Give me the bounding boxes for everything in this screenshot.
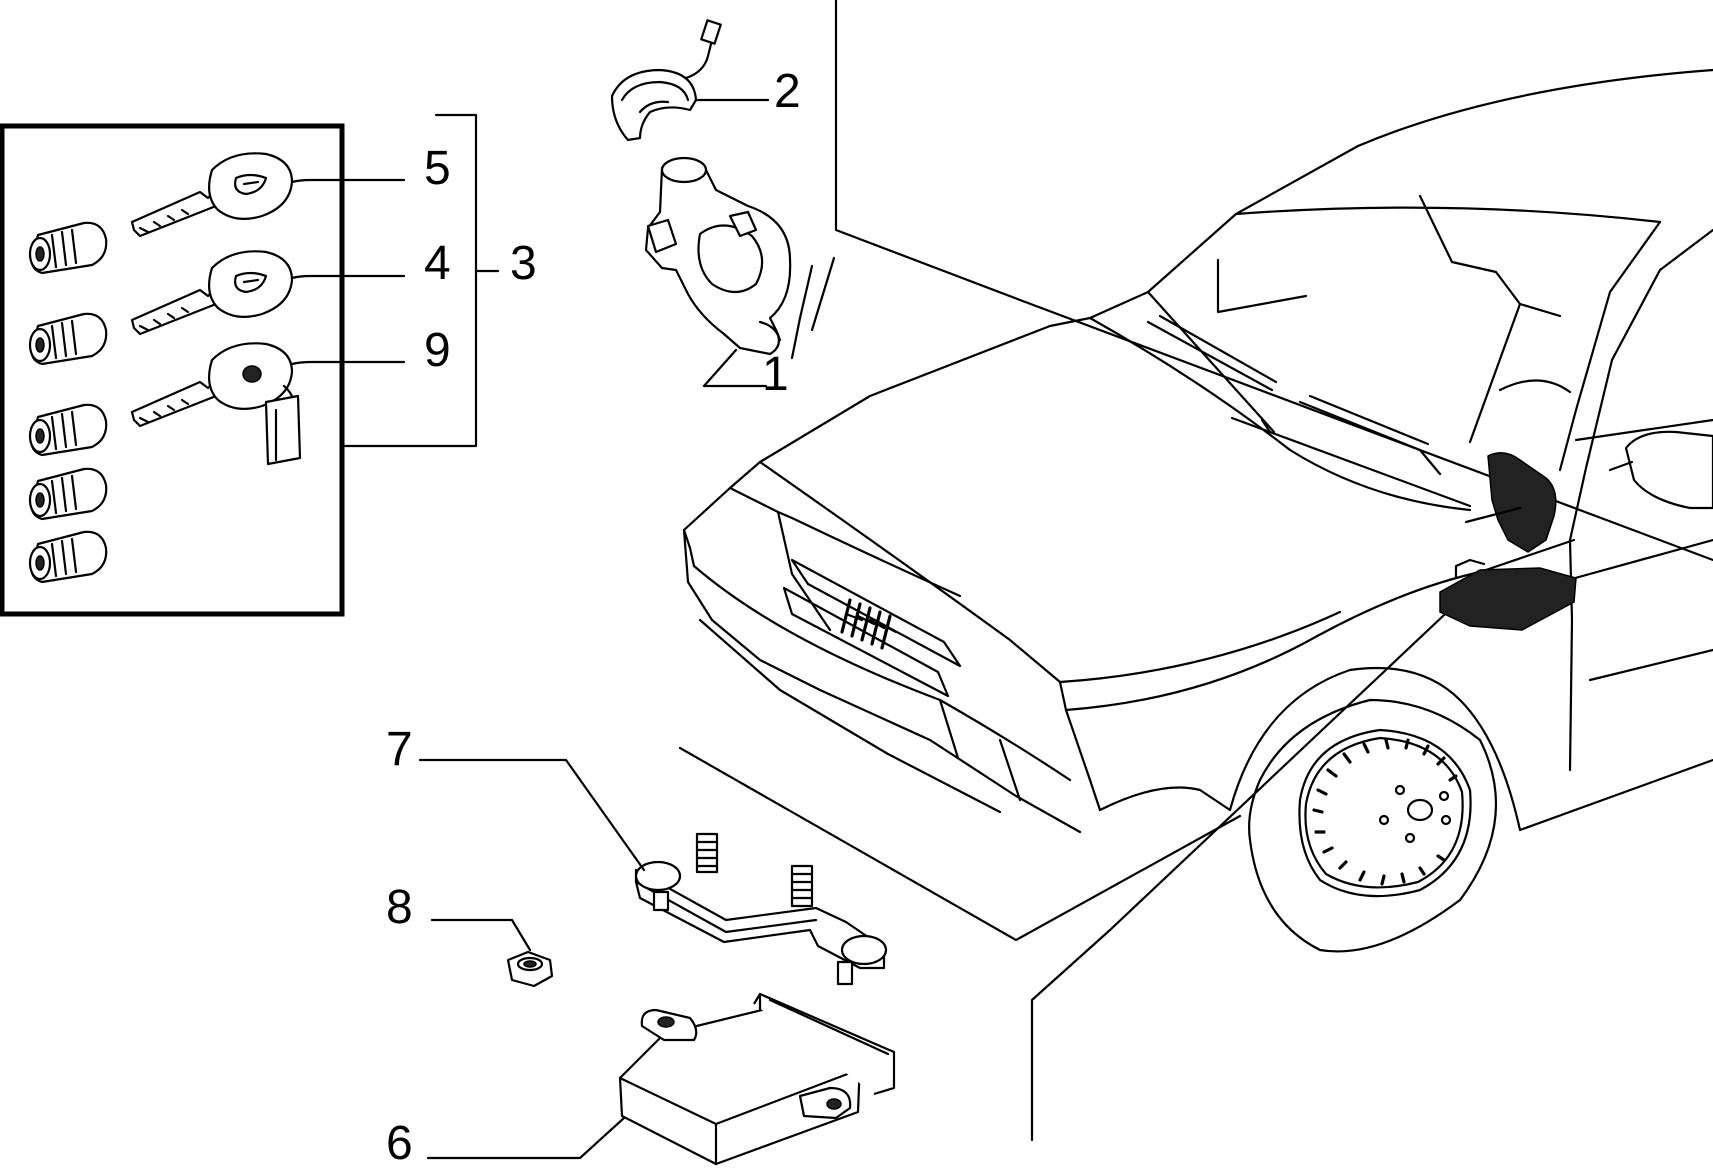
mounting-bracket-part-7 (418, 758, 888, 986)
group-bracket-3 (342, 113, 500, 448)
car-illustration (678, 0, 1713, 1142)
antenna-ring-part-2 (610, 19, 770, 142)
leader-lines-keys (290, 178, 406, 366)
key-5 (130, 152, 294, 238)
key-kit-frame (0, 123, 345, 617)
callout-2: 2 (774, 65, 801, 118)
callout-7: 7 (386, 723, 413, 776)
nut-part-8 (430, 918, 554, 988)
key-9 (130, 342, 302, 466)
key-4 (130, 250, 294, 336)
control-unit-part-6 (426, 992, 896, 1166)
callout-8: 8 (386, 881, 413, 934)
callout-4: 4 (424, 237, 451, 290)
callout-5: 5 (424, 142, 451, 195)
callout-1: 1 (762, 348, 789, 401)
lock-cylinders (28, 221, 108, 584)
callout-9: 9 (424, 324, 451, 377)
callout-3: 3 (510, 237, 537, 290)
ignition-switch-part-1 (644, 156, 814, 388)
callout-6: 6 (386, 1117, 413, 1170)
